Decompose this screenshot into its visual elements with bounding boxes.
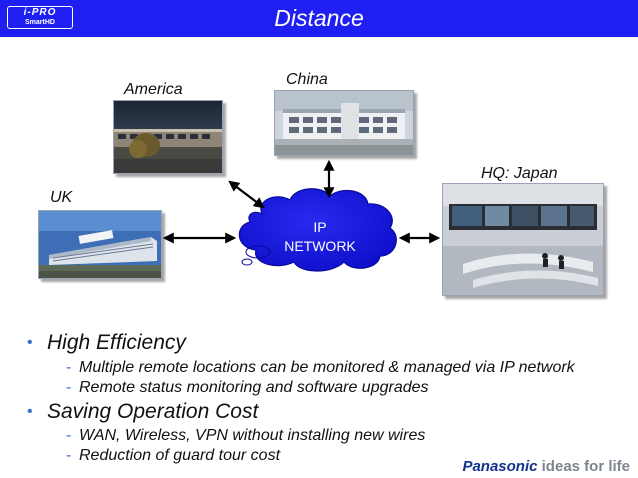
ip-network-line2: NETWORK (284, 238, 356, 254)
bullet-dot: • (27, 334, 33, 351)
arrow-america-network (228, 180, 265, 209)
sub-bullet-wan-wireless-vpn: WAN, Wireless, VPN without installing ne… (79, 427, 426, 444)
ip-network-cloud-icon (238, 188, 397, 272)
brand-name: Panasonic (462, 458, 538, 475)
site-label-china: China (286, 71, 328, 88)
sub-bullet-remote-status: Remote status monitoring and software up… (79, 379, 429, 396)
hq-japan-control-room-photo (442, 183, 604, 296)
site-label-america: America (124, 81, 183, 98)
sub-dash: - (66, 379, 72, 396)
uk-building-photo (38, 210, 162, 279)
site-label-uk: UK (50, 189, 73, 206)
logo-line2: SmartHD (25, 19, 55, 26)
bullet-saving-operation-cost: Saving Operation Cost (47, 400, 259, 423)
sub-bullet-remote-locations: Multiple remote locations can be monitor… (79, 359, 575, 376)
china-building-photo (274, 90, 414, 156)
sub-bullet-guard-tour: Reduction of guard tour cost (79, 447, 281, 464)
america-building-photo (113, 100, 223, 174)
bullet-dot: • (27, 403, 33, 420)
ip-network-label: IP NETWORK (270, 218, 370, 256)
sub-dash: - (66, 359, 72, 376)
slide-title: Distance (274, 5, 364, 31)
panasonic-brand-logo: Panasonic ideas for life (462, 458, 630, 476)
sub-dash: - (66, 447, 72, 464)
bullet-high-efficiency: High Efficiency (47, 331, 186, 354)
header-bar: i-PRO SmartHD Distance (0, 0, 638, 37)
ip-network-line1: IP (313, 219, 327, 235)
brand-tagline: ideas for life (541, 458, 630, 475)
ipro-smarthd-logo: i-PRO SmartHD (7, 6, 73, 29)
sub-dash: - (66, 427, 72, 444)
site-label-hq-japan: HQ: Japan (481, 165, 558, 182)
logo-line1: i-PRO (23, 7, 57, 18)
